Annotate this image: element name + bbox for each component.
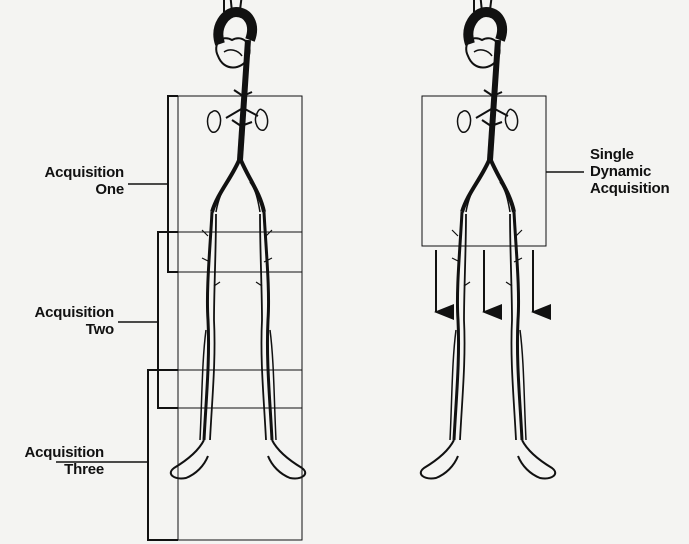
acquisition-two-station <box>178 232 302 408</box>
acquisition-one-label: Acquisition One <box>20 164 124 198</box>
acquisition-one-bracket <box>168 96 178 272</box>
vasculature-right <box>421 0 555 478</box>
vasculature-left <box>171 0 305 478</box>
single-dynamic-acquisition-label: Single Dynamic Acquisition <box>590 146 686 197</box>
acquisition-three-bracket <box>148 370 178 540</box>
acquisition-three-label: Acquisition Three <box>0 444 104 478</box>
acquisition-two-label: Acquisition Two <box>10 304 114 338</box>
